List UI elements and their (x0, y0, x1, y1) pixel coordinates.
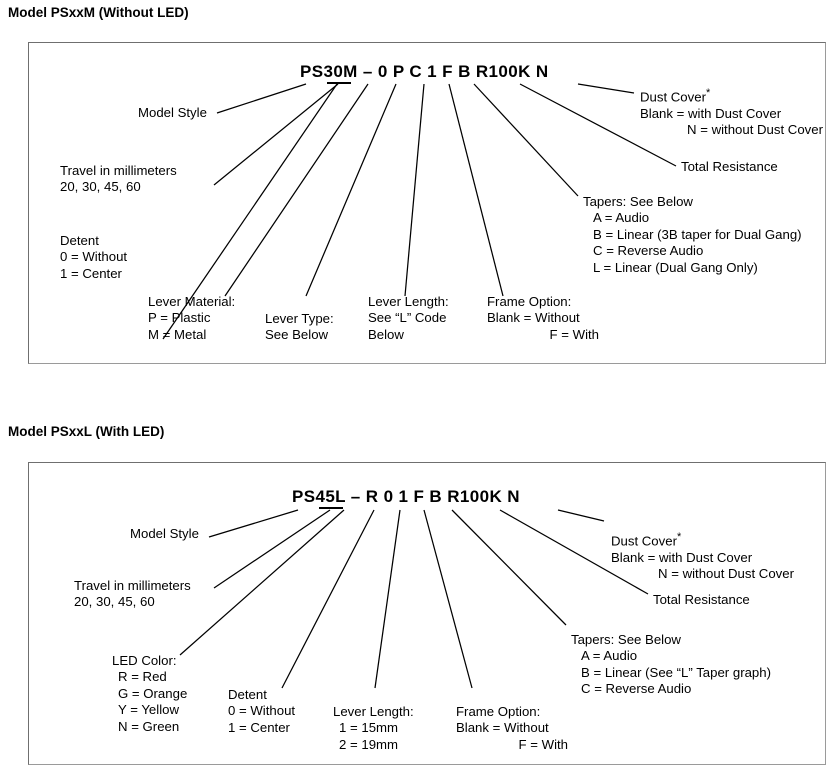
callout-detent-line2: 0 = Without (60, 249, 128, 265)
callout-travel-psxxl: Travel in millimeters 20, 30, 45, 60 (74, 578, 191, 611)
callout-detent-psxxm: Detent 0 = Without 1 = Center (60, 233, 127, 282)
callout-lever-material-psxxm: Lever Material: P = Plastic M = Metal (148, 294, 235, 343)
callout-tapers-psxxl: Tapers: See Below A = Audio B = Linear (… (571, 632, 771, 698)
callout-lever-type-line2: See Below (265, 327, 329, 343)
callout-lever-length-line3-l: 2 = 19mm (339, 736, 399, 752)
callout-detent-line3-l: 1 = Center (228, 719, 290, 735)
callout-tapers-line1-l: Tapers: See Below (571, 632, 681, 647)
callout-travel-line1: Travel in millimeters (60, 163, 177, 178)
part-number-psxxl: PS45L – R 0 1 F B R100K N (292, 487, 520, 506)
callout-led-color-line4: Y = Yellow (118, 702, 179, 718)
callout-tapers-line4-l: C = Reverse Audio (581, 681, 692, 697)
callout-lever-material-line3: M = Metal (148, 326, 207, 342)
callout-model-style-psxxl: Model Style (130, 526, 199, 541)
callout-led-color-line2: R = Red (118, 669, 167, 685)
callout-frame-option-line2: Blank = Without (487, 310, 580, 326)
callout-dust-cover-line2-l: Blank = with Dust Cover (611, 549, 753, 565)
callout-detent-psxxl: Detent 0 = Without 1 = Center (228, 687, 295, 736)
callout-lever-material-line2: P = Plastic (148, 310, 211, 326)
callout-lever-length-line1: Lever Length: (368, 294, 449, 309)
dust-cover-text-l: Dust Cover (611, 533, 677, 549)
callout-tapers-line2-l: A = Audio (581, 648, 638, 664)
callout-detent-line3: 1 = Center (60, 265, 122, 281)
travel-underline-psxxm (327, 82, 351, 84)
callout-frame-option-line3: F = With (549, 326, 599, 342)
callout-frame-option-line3-l: F = With (518, 736, 568, 752)
callout-lever-type-line1: Lever Type: (265, 311, 334, 326)
callout-dust-cover-psxxl: Dust Cover* Blank = with Dust Cover N = … (611, 529, 794, 583)
callout-detent-line1-l: Detent (228, 687, 267, 702)
callout-lever-length-line2-l: 1 = 15mm (339, 720, 399, 736)
callout-frame-option-line1-l: Frame Option: (456, 704, 541, 719)
callout-lever-length-line1-l: Lever Length: (333, 704, 414, 719)
callout-tapers-line4: C = Reverse Audio (593, 243, 704, 259)
callout-lever-length-psxxm: Lever Length: See “L” Code Below (368, 294, 449, 343)
callout-tapers-line3-l: B = Linear (See “L” Taper graph) (581, 664, 771, 680)
callout-dust-cover-line3: N = without Dust Cover (687, 122, 823, 138)
callout-dust-cover-psxxm: Dust Cover* Blank = with Dust Cover N = … (640, 85, 823, 139)
callout-led-color-psxxl: LED Color: R = Red G = Orange Y = Yellow… (112, 653, 187, 735)
callout-led-color-line5: N = Green (118, 718, 180, 734)
callout-detent-line2-l: 0 = Without (228, 703, 296, 719)
callout-tapers-line5: L = Linear (Dual Gang Only) (593, 259, 758, 275)
callout-dust-cover-line1: Dust Cover* (640, 85, 823, 106)
asterisk-icon: * (705, 87, 711, 99)
dust-cover-text: Dust Cover (640, 89, 706, 105)
callout-frame-option-psxxm: Frame Option: Blank = Without F = With (487, 294, 599, 343)
diagram-box-psxxm (28, 42, 826, 364)
section-title-psxxm: Model PSxxM (Without LED) (8, 5, 189, 20)
callout-total-resistance-psxxm: Total Resistance (681, 159, 778, 174)
part-number-psxxm: PS30M – 0 P C 1 F B R100K N (300, 62, 549, 81)
callout-travel-line2: 20, 30, 45, 60 (60, 179, 141, 195)
callout-led-color-line1: LED Color: (112, 653, 177, 668)
callout-led-color-line3: G = Orange (118, 685, 188, 701)
callout-tapers-line1: Tapers: See Below (583, 194, 693, 209)
callout-frame-option-line1: Frame Option: (487, 294, 572, 309)
callout-dust-cover-line2: Blank = with Dust Cover (640, 105, 782, 121)
callout-dust-cover-line3-l: N = without Dust Cover (658, 566, 794, 582)
callout-dust-cover-line1-l: Dust Cover* (611, 529, 794, 550)
callout-tapers-line2: A = Audio (593, 210, 650, 226)
callout-lever-material-line1: Lever Material: (148, 294, 236, 309)
callout-frame-option-line2-l: Blank = Without (456, 720, 549, 736)
section-title-psxxl: Model PSxxL (With LED) (8, 424, 165, 439)
callout-frame-option-psxxl: Frame Option: Blank = Without F = With (456, 704, 568, 753)
callout-travel-line2-l: 20, 30, 45, 60 (74, 594, 155, 610)
callout-lever-type-psxxm: Lever Type: See Below (265, 311, 334, 344)
callout-lever-length-line3: Below (368, 326, 404, 342)
callout-lever-length-line2: See “L” Code (368, 310, 447, 326)
callout-model-style-psxxm: Model Style (138, 105, 207, 120)
callout-travel-line1-l: Travel in millimeters (74, 578, 191, 593)
travel-underline-psxxl (319, 507, 343, 509)
callout-detent-line1: Detent (60, 233, 99, 248)
callout-lever-length-psxxl: Lever Length: 1 = 15mm 2 = 19mm (333, 704, 414, 753)
callout-tapers-line3: B = Linear (3B taper for Dual Gang) (593, 226, 802, 242)
asterisk-icon-l: * (676, 531, 682, 543)
callout-travel-psxxm: Travel in millimeters 20, 30, 45, 60 (60, 163, 177, 196)
callout-tapers-psxxm: Tapers: See Below A = Audio B = Linear (… (583, 194, 802, 276)
callout-total-resistance-psxxl: Total Resistance (653, 592, 750, 607)
